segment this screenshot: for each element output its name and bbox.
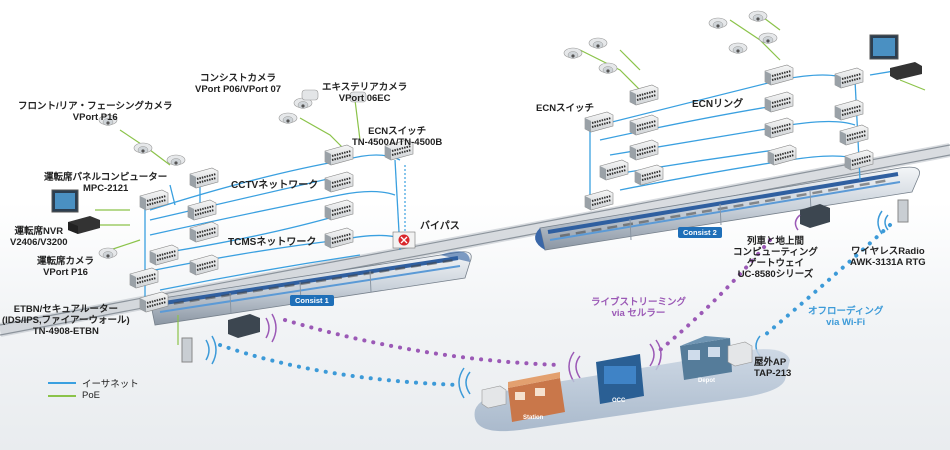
poe-links	[95, 14, 926, 345]
label-bypass: バイパス	[420, 221, 460, 232]
legend-swatch-ethernet	[48, 381, 76, 384]
label-station: Station	[523, 415, 544, 421]
right-monitor	[869, 34, 922, 80]
station-ap	[481, 385, 507, 409]
outdoor-ap	[727, 341, 753, 367]
legend-label-poe: PoE	[82, 390, 100, 401]
label-tcms-network: TCMSネットワーク	[228, 237, 317, 248]
legend-item-poe: PoE	[48, 389, 139, 402]
legend: イーサネット PoE	[48, 376, 139, 402]
etbn-devices	[181, 314, 260, 363]
label-cctv-network: CCTVネットワーク	[231, 180, 319, 191]
label-ecn-switch-right: ECNスイッチ	[536, 103, 595, 114]
label-depot: Depot	[698, 378, 715, 384]
label-occ: OCC	[612, 398, 626, 404]
wifi-link-2	[763, 223, 892, 337]
cab-panel-computer	[51, 189, 79, 213]
label-ecn-ring: ECNリング	[692, 99, 744, 110]
occ-building	[596, 354, 644, 404]
badge-consist-1: Consist 1	[290, 295, 334, 306]
legend-item-ethernet: イーサネット	[48, 376, 139, 390]
cellular-link-2	[658, 238, 772, 352]
legend-swatch-poe	[48, 394, 76, 397]
train-consist-2	[535, 166, 920, 251]
train-consist-1	[149, 251, 472, 326]
gateway-device	[800, 204, 830, 228]
exterior-cameras	[301, 89, 367, 103]
bypass-marker	[392, 231, 416, 249]
depot-building	[680, 336, 732, 380]
legend-label-ethernet: イーサネット	[82, 378, 139, 390]
badge-consist-2: Consist 2	[678, 227, 722, 238]
cab-nvr	[68, 216, 100, 234]
wifi-link-1	[218, 343, 462, 387]
cellular-link-1	[283, 318, 562, 367]
label-etbn: ETBN/セキュアルーター(IDS/IPS,ファイアーウォール)TN-4908-…	[2, 304, 130, 337]
station-building	[508, 372, 565, 422]
wireless-radio-device	[897, 199, 909, 223]
